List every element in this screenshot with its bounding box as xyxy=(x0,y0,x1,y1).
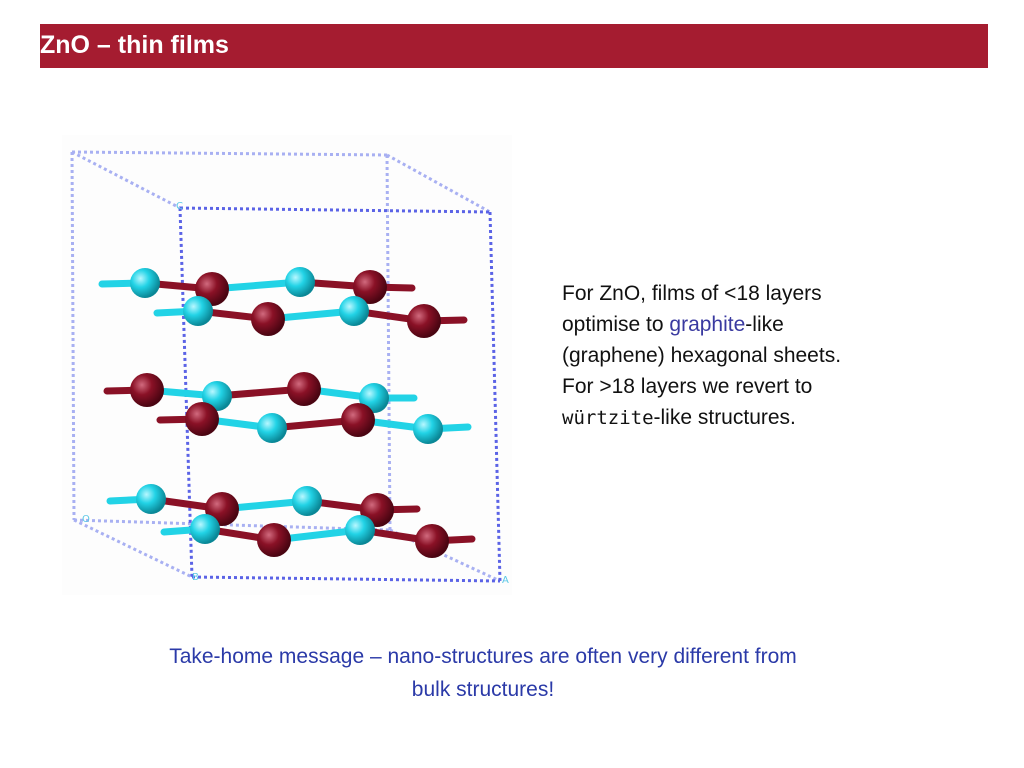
description-line-2-suffix: -like xyxy=(745,313,784,336)
zno-structure-figure: C O B A xyxy=(62,135,512,595)
takehome-line-1: Take-home message – nano-structures are … xyxy=(169,645,797,668)
unit-cell-back xyxy=(70,150,501,583)
description-text: For ZnO, films of <18 layers optimise to… xyxy=(562,278,922,434)
title-bar: ZnO – thin films xyxy=(40,24,988,68)
unit-cell-front xyxy=(178,206,502,583)
description-line-2: optimise to graphite-like xyxy=(562,309,922,340)
description-line-5-suffix: -like structures. xyxy=(653,406,796,429)
layer-1 xyxy=(98,267,468,338)
zno-structure-svg: C O B A xyxy=(70,150,509,586)
axis-label-b: B xyxy=(192,572,199,583)
axis-label-o: O xyxy=(82,514,90,525)
slide-title: ZnO – thin films xyxy=(40,31,229,59)
description-line-2-prefix: optimise to xyxy=(562,313,670,336)
description-line-5: würtzite-like structures. xyxy=(562,402,922,434)
wurtzite-term: würtzite xyxy=(562,407,654,429)
graphite-link[interactable]: graphite xyxy=(669,313,746,336)
description-line-4: For >18 layers we revert to xyxy=(562,375,813,398)
description-line-1: For ZnO, films of <18 layers xyxy=(562,282,822,305)
layer-3 xyxy=(106,484,476,558)
takehome-message: Take-home message – nano-structures are … xyxy=(86,640,880,706)
axis-label-c: C xyxy=(176,201,183,212)
layer-2 xyxy=(103,372,472,444)
axis-label-a: A xyxy=(502,575,509,586)
description-line-3: (graphene) hexagonal sheets. xyxy=(562,344,842,367)
takehome-line-2: bulk structures! xyxy=(411,678,555,701)
